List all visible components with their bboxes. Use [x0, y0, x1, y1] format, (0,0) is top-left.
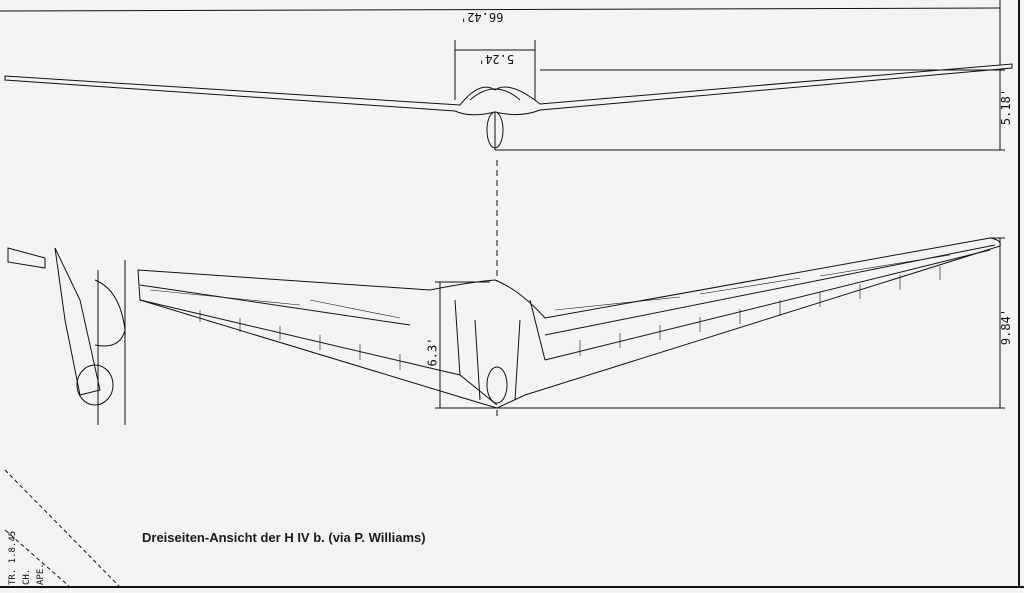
side-view	[7, 247, 126, 425]
height-dimension-label: 5.18'	[999, 88, 1014, 126]
figure-caption: Dreiseiten-Ansicht der H IV b. (via P. W…	[142, 530, 426, 545]
root-chord-dimension-label: 6.3'	[425, 337, 440, 367]
stamp-line-1: TR. 1.8.45	[8, 530, 18, 585]
length-dimension-label: 9.84'	[999, 308, 1014, 346]
center-width-dimension-label: 5.24'	[478, 52, 515, 66]
stamp-line-3: APE.	[36, 563, 46, 585]
front-view	[4, 63, 1013, 150]
span-dimension-label: 66.42'	[460, 10, 504, 24]
stamp-line-2: CH.	[22, 568, 32, 585]
top-view	[137, 237, 1001, 409]
